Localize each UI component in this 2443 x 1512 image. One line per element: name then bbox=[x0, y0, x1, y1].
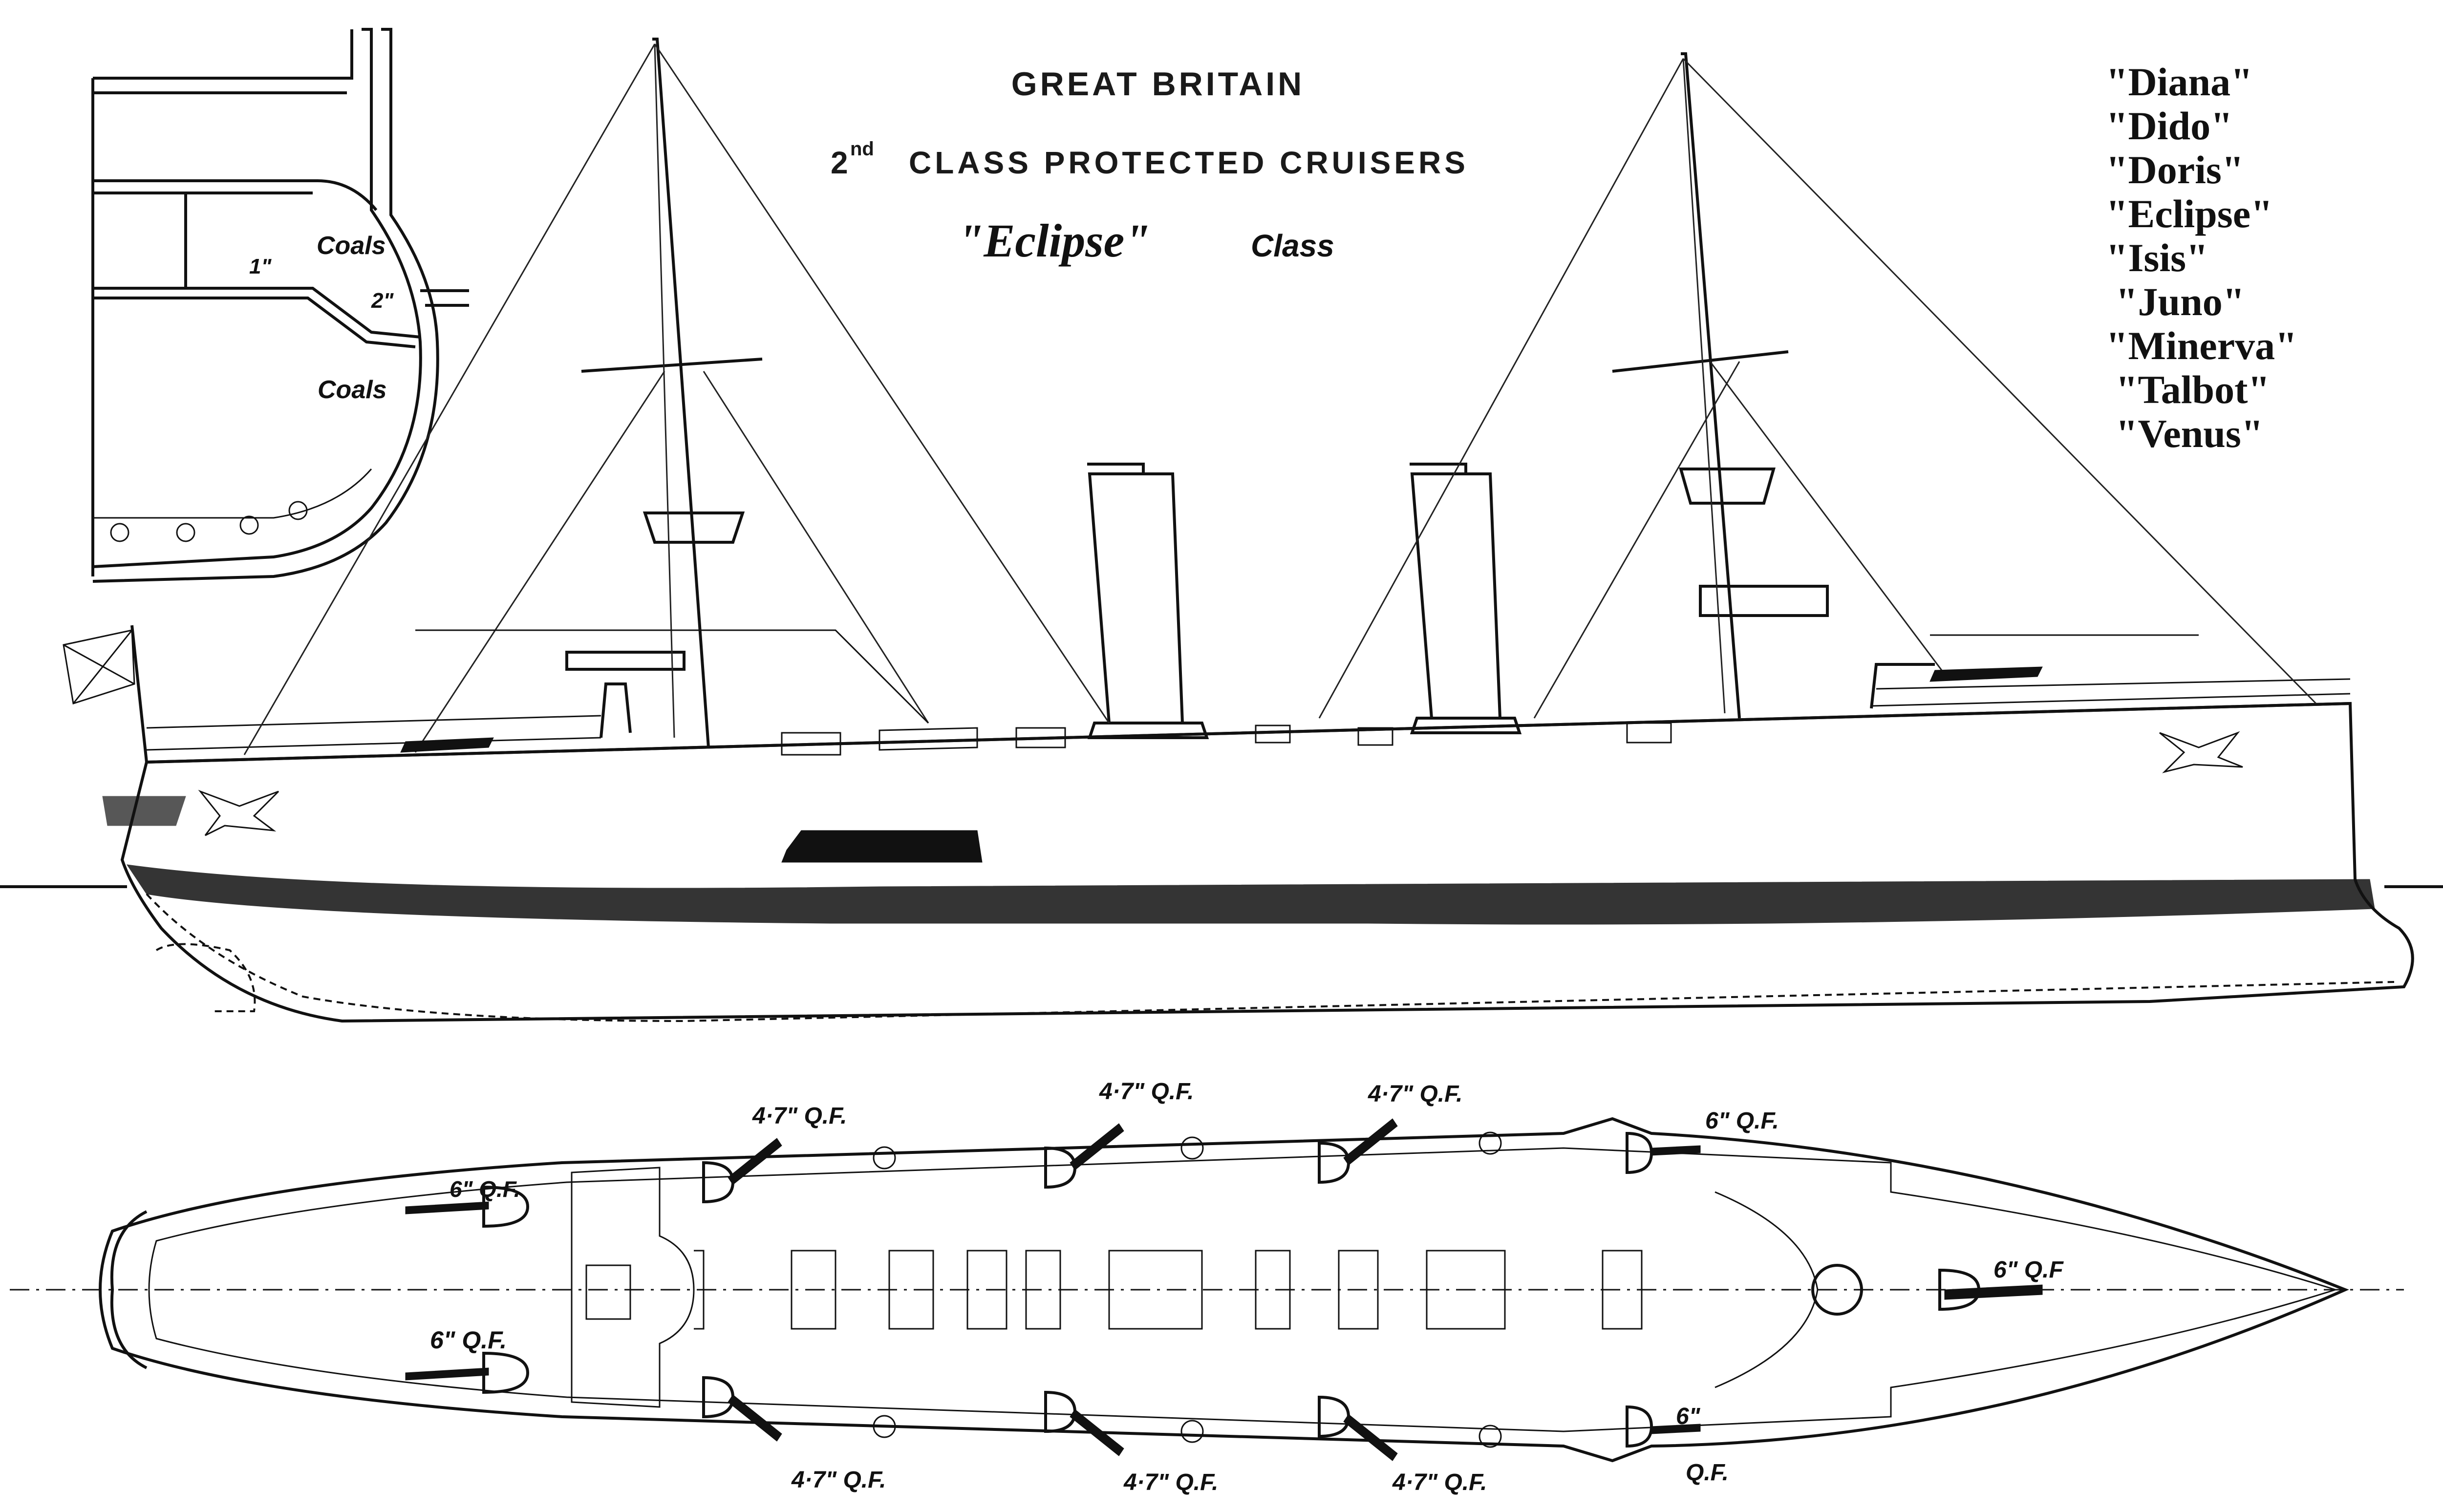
country-title: GREAT BRITAIN bbox=[1011, 65, 1305, 103]
class-ordinal-suffix: nd bbox=[850, 138, 874, 160]
gun-label-port-47in: 4·7" Q.F. bbox=[1368, 1081, 1462, 1107]
ship-name-item: "Isis" bbox=[2106, 235, 2208, 280]
deck-thickness-slope: 2" bbox=[371, 289, 394, 313]
ship-name-item: "Venus" bbox=[2116, 411, 2263, 456]
coals-label-lower: Coals bbox=[318, 376, 387, 404]
midship-section-inset: Coals Coals 1" 2" bbox=[91, 28, 469, 583]
class-prefix: 2 bbox=[831, 145, 848, 180]
gun-label-port-47in: 4·7" Q.F. bbox=[1099, 1079, 1194, 1105]
ship-name-item: "Talbot" bbox=[2116, 367, 2270, 412]
class-description: CLASS PROTECTED CRUISERS bbox=[909, 145, 1469, 180]
gun-label-bow-chaser-6in: 6" Q.F bbox=[1993, 1257, 2064, 1283]
class-name: "Eclipse" bbox=[958, 214, 1151, 267]
ship-name-item: "Eclipse" bbox=[2106, 192, 2273, 236]
ship-name-item: "Juno" bbox=[2116, 279, 2245, 324]
gun-label-aft-stbd-6in-bottom: Q.F. bbox=[1686, 1460, 1729, 1486]
ship-deck-plan: 6" Q.F. 6" Q.F. 6" Q.F 6" Q.F. 6" Q.F. 4… bbox=[10, 1079, 2404, 1495]
gun-label-aft-port-6in: 6" Q.F. bbox=[1705, 1108, 1779, 1134]
ship-name-item: "Minerva" bbox=[2106, 323, 2297, 368]
gun-label-fwd-stbd-6in: 6" Q.F. bbox=[430, 1326, 507, 1354]
gun-label-port-47in: 4·7" Q.F. bbox=[752, 1103, 847, 1129]
class-word: Class bbox=[1251, 228, 1334, 263]
gun-label-aft-stbd-6in-top: 6" bbox=[1676, 1404, 1701, 1429]
plate-title-block: GREAT BRITAIN 2 nd CLASS PROTECTED CRUIS… bbox=[831, 65, 1469, 267]
ship-names-list: "Diana" "Dido" "Doris" "Eclipse" "Isis" … bbox=[2106, 60, 2297, 456]
gun-label-stbd-47in: 4·7" Q.F. bbox=[1123, 1469, 1218, 1495]
ship-profile-elevation bbox=[0, 38, 2443, 1023]
ship-name-item: "Dido" bbox=[2106, 104, 2233, 148]
gun-label-stbd-47in: 4·7" Q.F. bbox=[791, 1467, 886, 1493]
ship-name-item: "Diana" bbox=[2106, 60, 2253, 104]
deck-thickness-upper: 1" bbox=[249, 255, 272, 278]
coals-label-upper: Coals bbox=[317, 232, 386, 260]
ship-name-item: "Doris" bbox=[2106, 148, 2244, 192]
gun-label-fwd-port-6in: 6" Q.F. bbox=[450, 1176, 520, 1202]
gun-label-stbd-47in: 4·7" Q.F. bbox=[1392, 1469, 1487, 1495]
